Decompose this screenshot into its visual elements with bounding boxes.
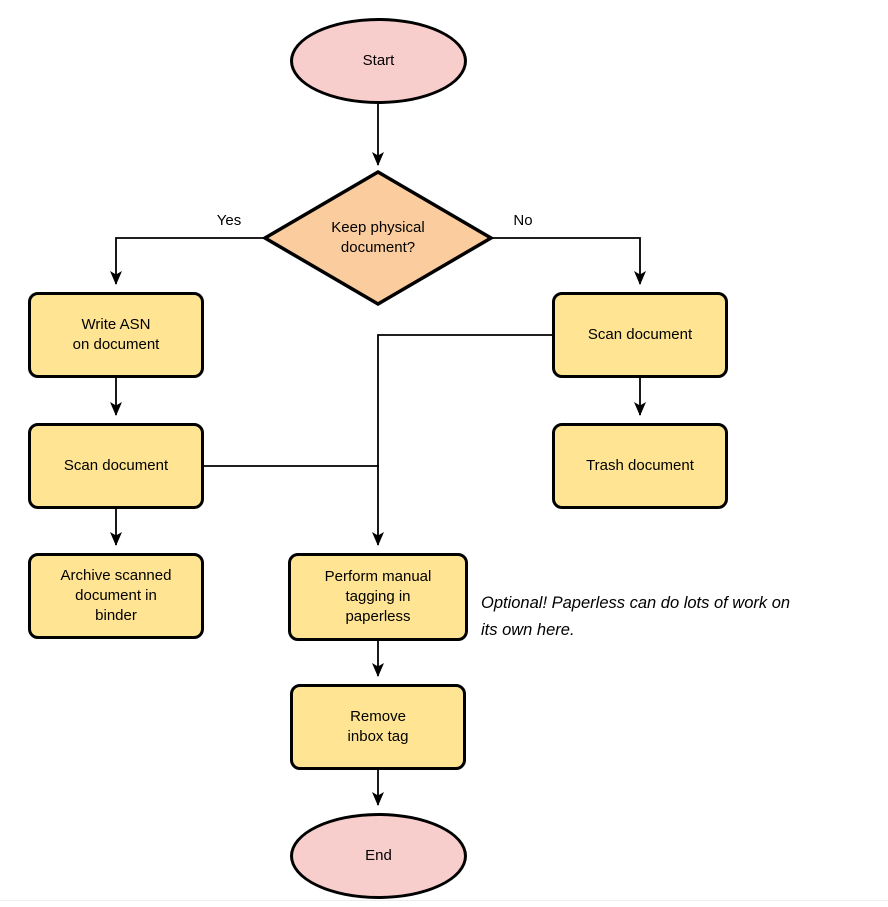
annotation-note: Optional! Paperless can do lots of work … — [481, 594, 791, 639]
scan-document-left-node: Scan document — [28, 423, 204, 509]
archive-document-node: Archive scanned document in binder — [28, 553, 204, 639]
no-edge-label: No — [513, 212, 533, 229]
scan-document-right-node-label: Scan document — [587, 325, 693, 343]
decision-node: Keep physical document? — [288, 200, 468, 276]
trash-document-node: Trash document — [552, 423, 728, 509]
remove-inbox-tag-node: Remove inbox tag — [290, 684, 466, 770]
archive-document-node-label: Archive scanned document in binder — [60, 566, 172, 625]
edge-scanright-perform — [372, 334, 552, 546]
write-asn-node: Write ASN on document — [28, 292, 204, 378]
end-node: End — [290, 813, 467, 899]
decision-node-label: Keep physical document? — [331, 218, 425, 256]
yes-edge-label: Yes — [216, 212, 242, 229]
edge-decision-scanright — [491, 237, 646, 285]
remove-inbox-tag-node-label: Remove inbox tag — [347, 707, 409, 745]
trash-document-node-label: Trash document — [586, 456, 694, 474]
bottom-divider — [0, 900, 888, 901]
decision-diamond-shape — [261, 169, 495, 307]
perform-tagging-node-label: Perform manual tagging in paperless — [324, 567, 432, 626]
scan-document-right-node: Scan document — [552, 292, 728, 378]
start-node-label: Start — [362, 51, 395, 69]
start-node: Start — [290, 18, 467, 104]
write-asn-node-label: Write ASN on document — [72, 315, 160, 353]
perform-tagging-node: Perform manual tagging in paperless — [288, 553, 468, 641]
scan-document-left-node-label: Scan document — [63, 456, 169, 474]
end-node-label: End — [365, 846, 392, 864]
edge-decision-writeasn — [110, 237, 265, 285]
